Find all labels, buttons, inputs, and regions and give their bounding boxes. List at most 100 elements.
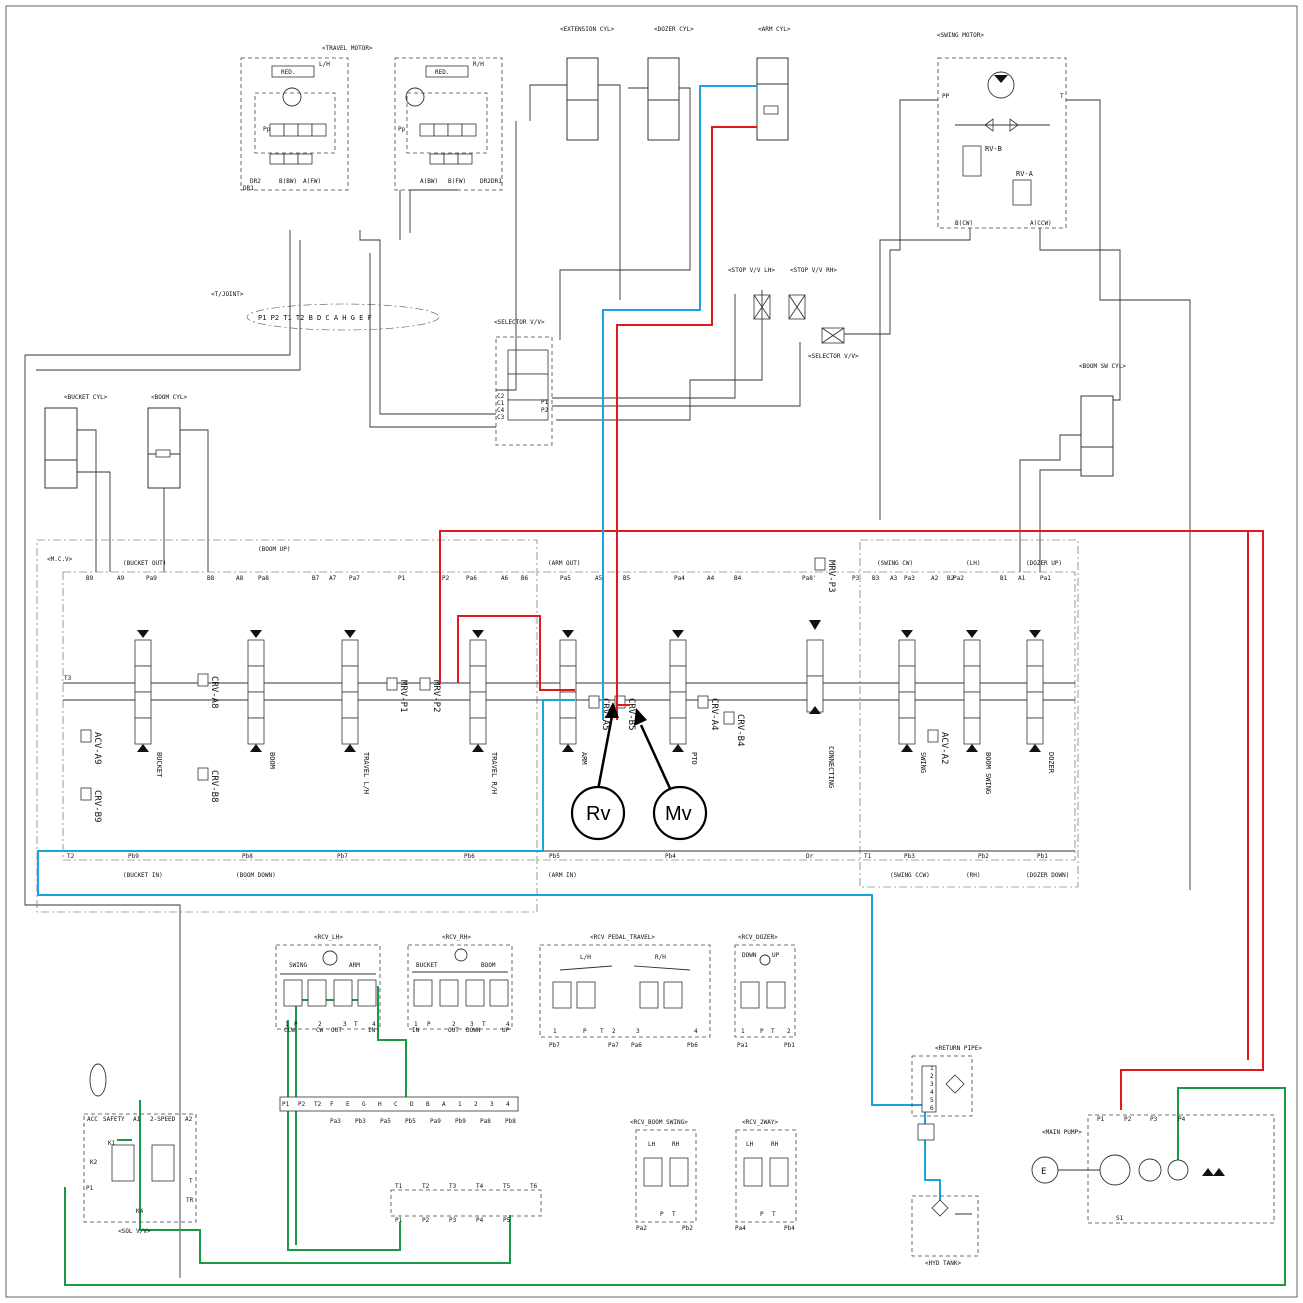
boom-cyl	[147, 407, 181, 489]
rcv-rh-in: IN	[412, 1027, 420, 1034]
sol-vv-label: <SOL V/V>	[118, 1228, 151, 1235]
spool-pilot-bottom	[966, 744, 978, 752]
valve-label: MRV-P2	[431, 680, 441, 713]
rcv-lh-group: <RCV_LH> SWING ARM CCW P CW OUT T IN 1 2…	[275, 934, 381, 1034]
pilot-manifold-block	[279, 1096, 519, 1112]
travel-right-side: R/H	[473, 61, 484, 68]
spool-section	[898, 691, 916, 719]
pump-p2: P2	[1124, 1116, 1132, 1123]
rp-4: 4	[930, 1089, 934, 1096]
swing-motor-symbol	[987, 71, 1015, 99]
pedal-v3	[639, 981, 659, 1009]
rcv-dozer-label: <RCV_DOZER>	[738, 934, 778, 941]
mcv-top-label-0: (BUCKET OUT)	[123, 560, 166, 567]
spool-pilot-bottom	[1029, 744, 1041, 752]
mcv-port-p3: P3	[852, 575, 860, 582]
pump-p1: P1	[1097, 1116, 1105, 1123]
rcv-pedal-label: <RCV PEDAL_TRAVEL>	[590, 934, 655, 941]
valve-crv-a5: CRV-A5	[588, 695, 610, 731]
dozer-t: T	[771, 1028, 775, 1035]
mcv-port-b5: B5	[623, 575, 631, 582]
spool-section	[963, 691, 981, 719]
rcv-rh-t: T	[482, 1021, 486, 1028]
spool-swing: SWING	[898, 630, 927, 773]
red-arm-feed	[457, 615, 575, 691]
accumulator	[89, 1063, 107, 1097]
spool-pilot-bottom	[562, 744, 574, 752]
mcv-port-pa8': Pa8'	[802, 575, 816, 582]
swing-accw: A(CCW)	[1030, 220, 1052, 227]
manifold-port-pa5: Pa5	[380, 1118, 391, 1125]
t-joint-label: <T/JOINT>	[211, 291, 244, 298]
swing-b-line	[879, 228, 971, 520]
selector-vv-pos2	[507, 399, 549, 421]
rcv-boom-swing-label: <RCV_BOOM SWING>	[630, 1119, 688, 1126]
sol-k1: K1	[108, 1140, 116, 1147]
mcv-port-b8: B8	[207, 575, 215, 582]
sel-c2: C2	[497, 393, 505, 400]
spool-pto: PTO	[669, 630, 698, 765]
spool-connecting: CONNECTING	[806, 620, 835, 788]
red-arm-rod-line	[616, 126, 757, 720]
valve-crv-a8: CRV-A8	[197, 673, 219, 709]
dozer-v1	[740, 981, 760, 1009]
travel-right-dr1: DR1	[491, 178, 502, 185]
travel-left-side: L/H	[319, 61, 330, 68]
spool-section	[247, 665, 265, 693]
manifold-port-c: C	[394, 1101, 398, 1108]
manifold-port-pb9: Pb9	[455, 1118, 466, 1125]
spool-pilot-top	[1029, 630, 1041, 638]
mcv-label: <M.C.V>	[47, 556, 73, 563]
rp-3: 3	[930, 1081, 934, 1088]
stop-vv-rh-x2	[788, 294, 806, 320]
spool-pilot-bottom	[250, 744, 262, 752]
spool-label: TRAVEL L/H	[362, 752, 370, 794]
manifold-port-h: H	[378, 1101, 382, 1108]
travel-left-afw: A(FW)	[303, 178, 321, 185]
top-left-line-2	[36, 240, 301, 371]
valve-body	[723, 711, 735, 725]
spool-section	[559, 691, 577, 719]
mcv-outer-frame-right	[859, 539, 1079, 888]
pump-p4: P4	[1178, 1116, 1186, 1123]
rcv-dozer-group: <RCV_DOZER> DOWN UP Pa1 P T Pb1 1 2	[734, 934, 796, 1049]
spool-label: BOOM	[268, 752, 276, 769]
valve-label: MRV-P1	[398, 680, 408, 713]
reducer-right-label: RED.	[435, 69, 449, 76]
tw-t: T	[772, 1211, 776, 1218]
rcv-lh-cw: CW	[316, 1027, 324, 1034]
mcv-port-p2: P2	[442, 575, 450, 582]
valve-crv-b9: CRV-B9	[80, 787, 102, 823]
mv-callout-text: Mv	[665, 803, 692, 825]
mcv-port-a7: A7	[329, 575, 337, 582]
mcv-port-pa4: Pa4	[674, 575, 685, 582]
spool-section	[134, 717, 152, 745]
mcv-port-a1: A1	[1018, 575, 1026, 582]
rcv-rh-left: BUCKET	[416, 962, 438, 969]
spool-section	[469, 639, 487, 667]
boom-sw-cyl-label: <BOOM SW CYL>	[1079, 363, 1126, 370]
travel-motor-right-symbol	[405, 87, 425, 107]
bs-v2	[669, 1157, 689, 1187]
pedal-n1: 1	[553, 1028, 557, 1035]
swing-motor-arrow	[994, 75, 1008, 83]
valve-label: CRV-A4	[709, 698, 719, 731]
dozer-up: UP	[772, 952, 780, 959]
mcv-top-label-1: (BOOM UP)	[258, 546, 291, 553]
spool-section	[469, 691, 487, 719]
spool-section	[134, 665, 152, 693]
pedal-lh: L/H	[580, 954, 591, 961]
travel-right-spool-2	[433, 123, 449, 137]
stop-vv-rh-label: <STOP V/V RH>	[790, 267, 837, 274]
travel-right-spool-3	[447, 123, 463, 137]
swing-a-line	[1039, 228, 1121, 401]
spool-travel-l-h: TRAVEL L/H	[341, 630, 370, 794]
tj-line-1	[359, 230, 496, 415]
boom-sw-cyl-group: <BOOM SW CYL>	[1079, 363, 1126, 477]
travel-right-pp: Pp	[398, 126, 406, 133]
stop-lines	[556, 290, 763, 421]
lower-port-p3: P3	[449, 1217, 457, 1224]
